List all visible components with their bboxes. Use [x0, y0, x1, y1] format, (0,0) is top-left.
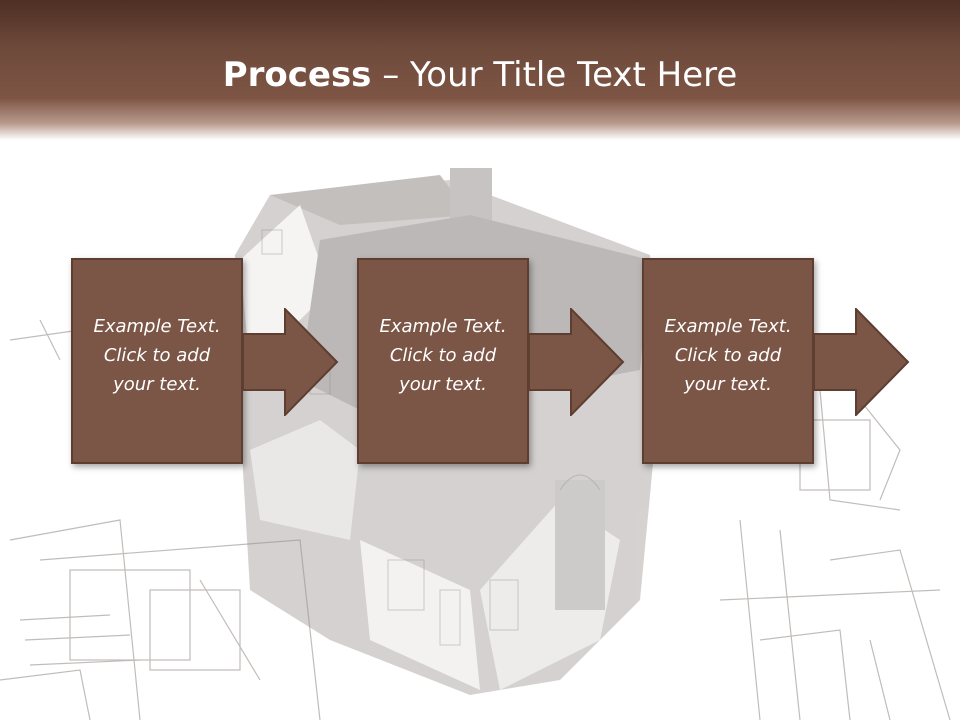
- step-text-1[interactable]: Example Text. Click to add your text.: [73, 312, 241, 399]
- step-text-line: Click to add: [103, 345, 211, 366]
- step-box-3[interactable]: Example Text. Click to add your text.: [642, 258, 814, 464]
- title-rest: – Your Title Text Here: [371, 55, 738, 95]
- step-text-line: Example Text.: [93, 316, 221, 337]
- step-text-line: Click to add: [389, 345, 497, 366]
- step-text-line: Example Text.: [379, 316, 507, 337]
- step-text-line: your text.: [113, 374, 201, 395]
- step-text-line: your text.: [399, 374, 487, 395]
- step-text-line: Example Text.: [664, 316, 792, 337]
- step-box-1[interactable]: Example Text. Click to add your text.: [71, 258, 243, 464]
- arrow-right-icon: [814, 308, 910, 416]
- title-bold: Process: [222, 55, 372, 95]
- step-text-2[interactable]: Example Text. Click to add your text.: [359, 312, 527, 399]
- arrow-right-icon: [243, 308, 339, 416]
- step-box-2[interactable]: Example Text. Click to add your text.: [357, 258, 529, 464]
- slide-title[interactable]: Process – Your Title Text Here: [0, 50, 960, 100]
- title-bar: [0, 0, 960, 140]
- step-text-line: your text.: [684, 374, 772, 395]
- step-text-3[interactable]: Example Text. Click to add your text.: [644, 312, 812, 399]
- arrow-right-icon: [529, 308, 625, 416]
- step-text-line: Click to add: [674, 345, 782, 366]
